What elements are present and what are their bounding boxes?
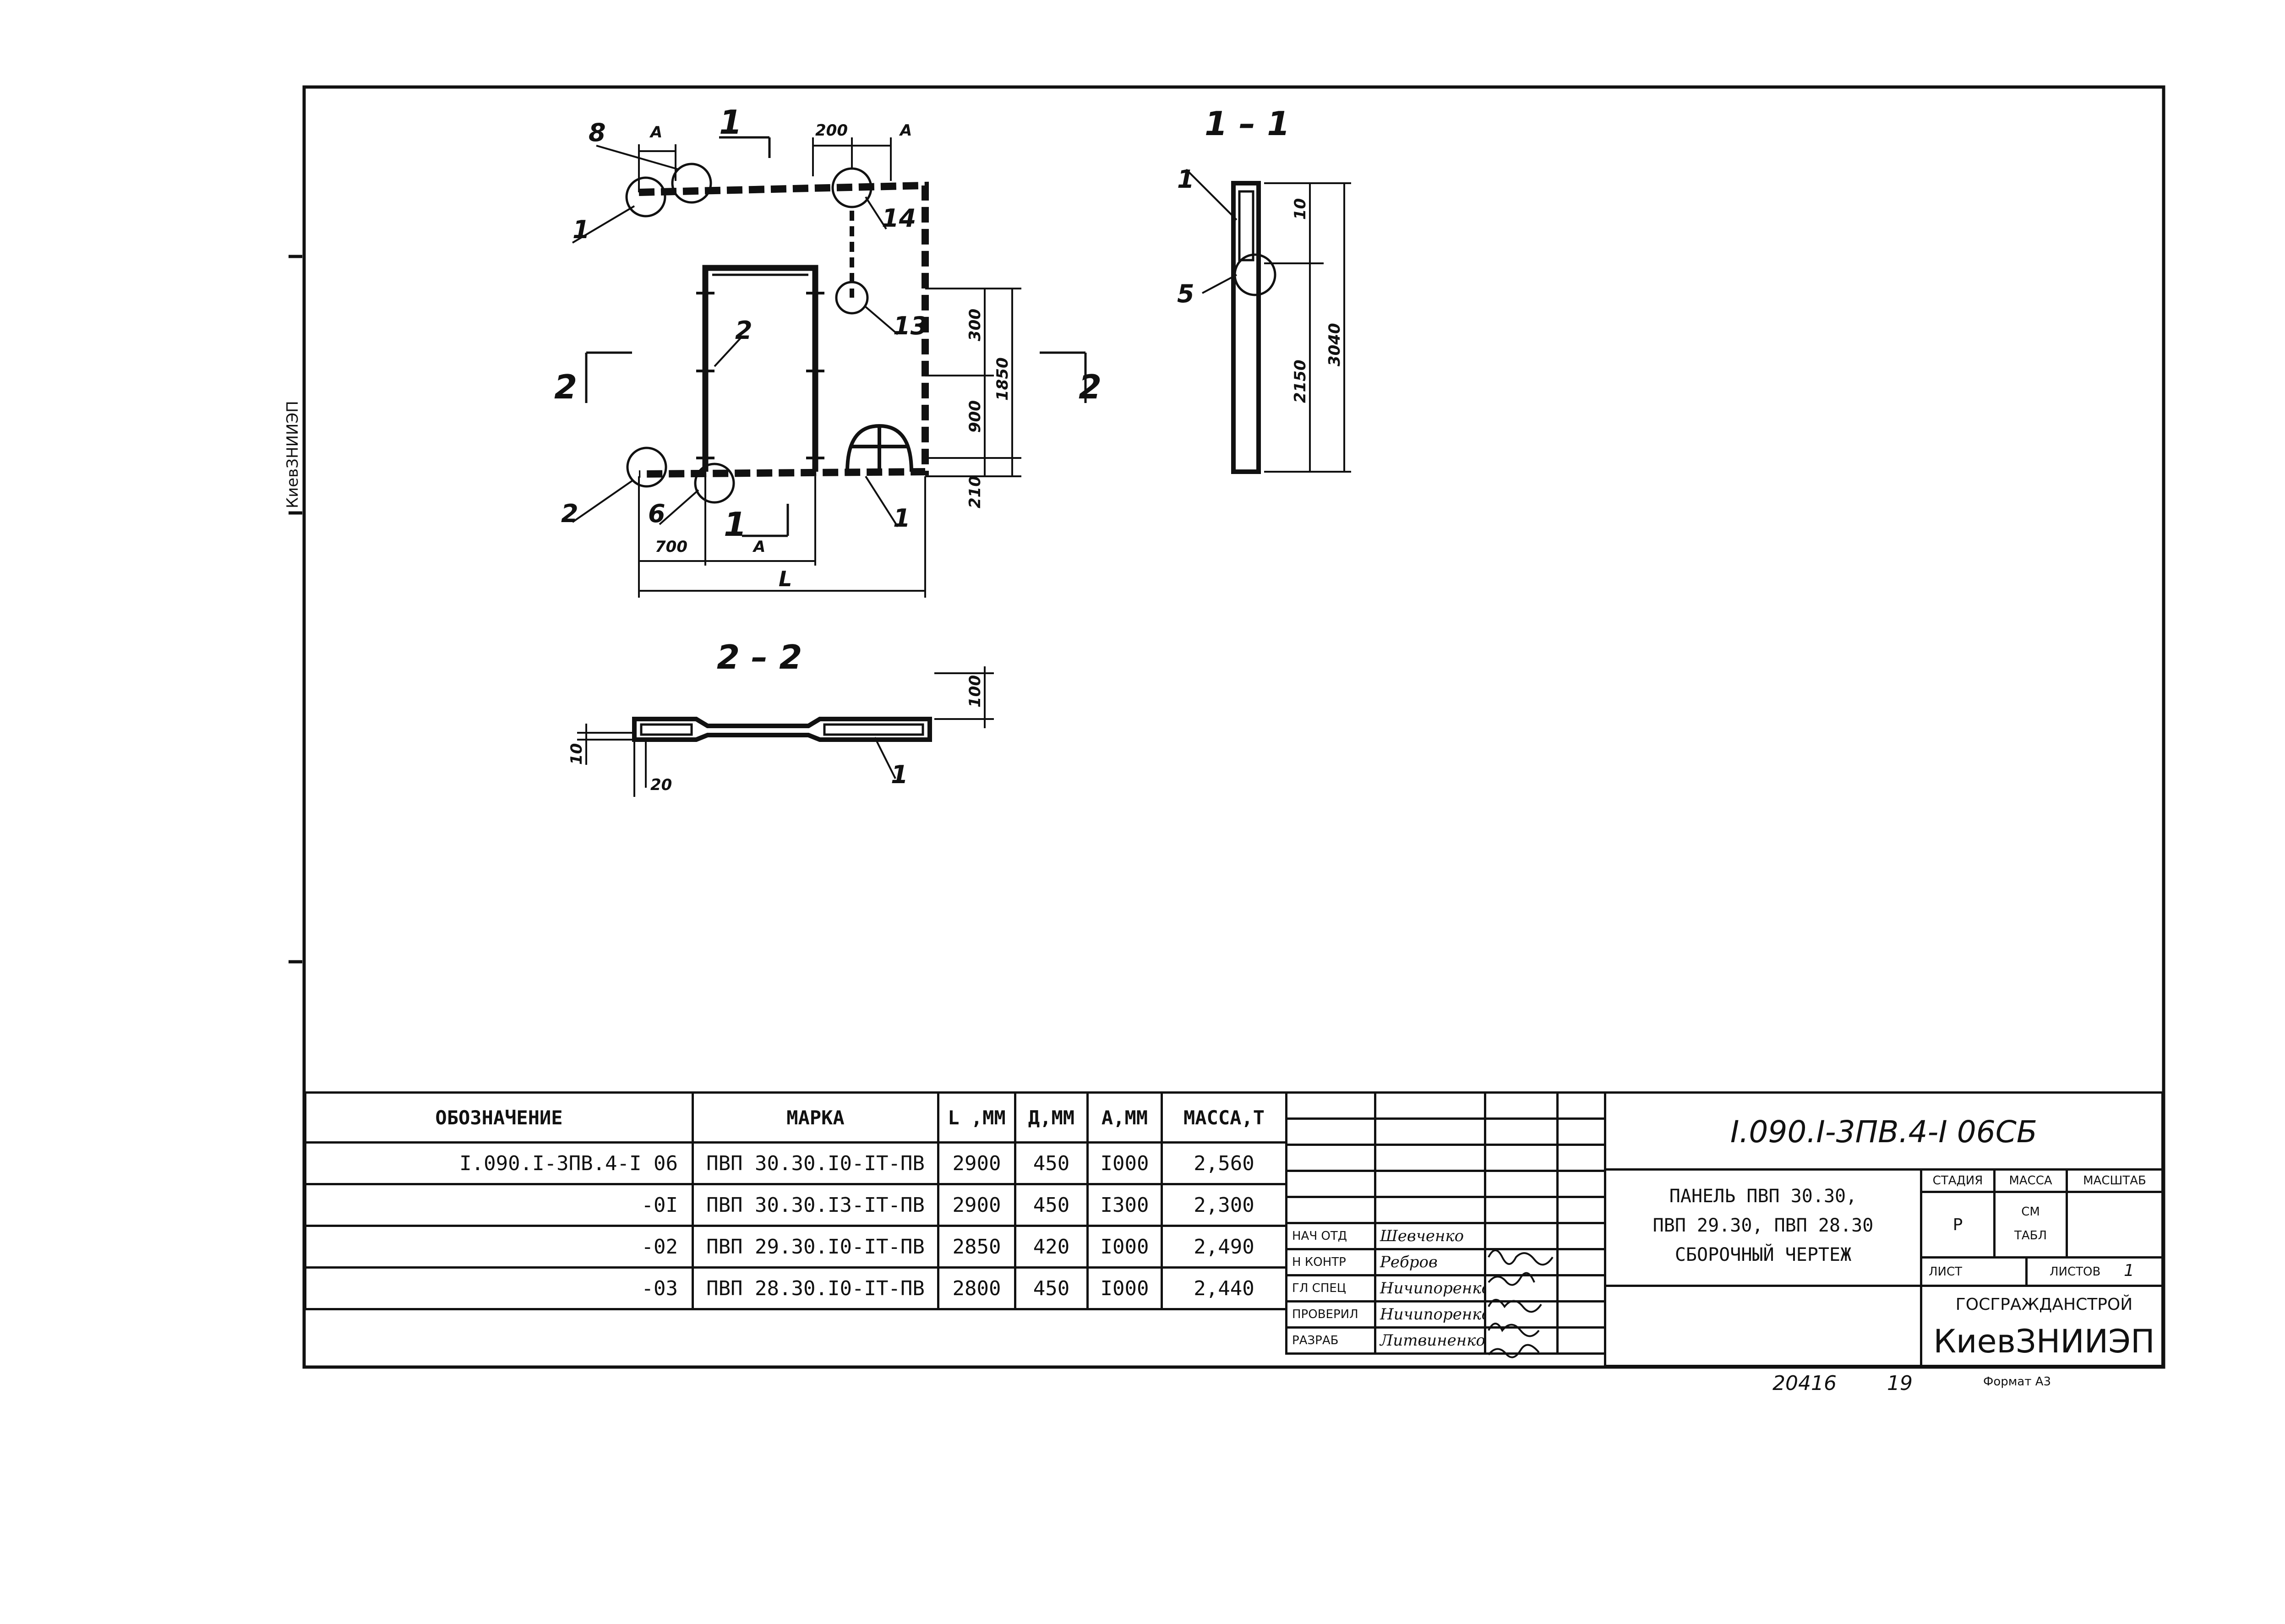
callout-13: 13 <box>893 311 927 340</box>
callout-8: 8 <box>589 118 606 147</box>
sheets-label: ЛИСТОВ <box>2050 1265 2101 1279</box>
section-1-1 <box>1185 169 1351 474</box>
left-blank-cell <box>1606 1287 1922 1365</box>
document-title: ПАНЕЛЬ ПВП 30.30, ПВП 29.30, ПВП 28.30 С… <box>1606 1171 1922 1287</box>
callout-2-door: 2 <box>735 316 753 345</box>
dim-10-left: 10 <box>567 743 586 765</box>
front-view <box>572 136 1087 598</box>
callout-6: 6 <box>648 499 665 528</box>
dim-200: 200 <box>815 121 848 140</box>
callout-1-top: 1 <box>573 215 590 244</box>
title-line-1: ПАНЕЛЬ ПВП 30.30, <box>1669 1186 1857 1207</box>
callout-14: 14 <box>882 204 916 233</box>
dim-2150: 2150 <box>1291 360 1309 403</box>
scale-label: МАСШТАБ <box>2068 1171 2161 1193</box>
mass-cell: МАССА СМ ТАБЛ <box>1996 1171 2068 1259</box>
dim-a-bottom: A <box>752 538 765 556</box>
dim-1850: 1850 <box>993 357 1012 401</box>
dim-l: L <box>779 567 792 591</box>
title-line-2: ПВП 29.30, ПВП 28.30 <box>1652 1215 1874 1236</box>
dim-900: 900 <box>966 400 984 433</box>
dim-10-top: 10 <box>1291 198 1309 220</box>
sheets-cell: ЛИСТОВ 1 <box>2028 1259 2161 1287</box>
section-title-1-1: 1 – 1 <box>1205 104 1290 143</box>
callout-1-section22: 1 <box>891 760 908 789</box>
org-ministry: ГОСГРАЖДАНСТРОЙ <box>1955 1295 2133 1314</box>
dim-20: 20 <box>650 776 672 794</box>
title-line-3: СБОРОЧНЫЙ ЧЕРТЕЖ <box>1674 1244 1852 1265</box>
sheet-number: 19 <box>1887 1372 1913 1395</box>
margin-stamp: КиевЗНИИЭП <box>284 401 302 508</box>
callout-2-bottom: 2 <box>561 499 578 528</box>
callout-5: 5 <box>1177 279 1194 308</box>
dim-210: 210 <box>966 476 984 508</box>
dim-a-top-left: A <box>649 123 662 142</box>
callout-1-section: 1 <box>1177 165 1194 194</box>
sheets-value: 1 <box>2124 1261 2134 1280</box>
dim-300: 300 <box>966 309 984 341</box>
section-mark-2-left: 2 <box>554 368 577 406</box>
mass-label: МАССА <box>1996 1171 2066 1193</box>
org-institute: КиевЗНИИЭП <box>1933 1323 2155 1360</box>
document-code: I.090.I-3ПВ.4-I 06СБ <box>1606 1094 2161 1171</box>
section-title-2-2: 2 – 2 <box>717 638 802 676</box>
scale-cell: МАСШТАБ <box>2068 1171 2161 1259</box>
mass-value-2: ТАБЛ <box>2014 1229 2047 1243</box>
dim-700: 700 <box>655 538 687 556</box>
title-block: I.090.I-3ПВ.4-I 06СБ ПАНЕЛЬ ПВП 30.30, П… <box>1604 1091 2164 1367</box>
callout-1-bottom: 1 <box>893 504 911 533</box>
section-mark-2-right: 2 <box>1079 368 1102 406</box>
section-mark-1-top: 1 <box>719 103 742 142</box>
stage-value: Р <box>1952 1215 1963 1234</box>
dim-3040: 3040 <box>1325 323 1344 366</box>
dim-100: 100 <box>966 675 984 708</box>
sheet-cell: ЛИСТ <box>1922 1259 2028 1287</box>
sheet-label: ЛИСТ <box>1929 1265 1963 1279</box>
format-label: Формат А3 <box>1983 1375 2051 1389</box>
mass-value-1: СМ <box>2021 1205 2040 1219</box>
stage-cell: СТАДИЯ Р <box>1922 1171 1996 1259</box>
sheet-frame <box>302 85 2165 1369</box>
section-mark-1-bottom: 1 <box>724 505 747 544</box>
inventory-number: 20416 <box>1772 1372 1837 1395</box>
section-2-2 <box>577 666 994 797</box>
stage-label: СТАДИЯ <box>1922 1171 1993 1193</box>
dim-a-top-right: A <box>899 121 912 140</box>
